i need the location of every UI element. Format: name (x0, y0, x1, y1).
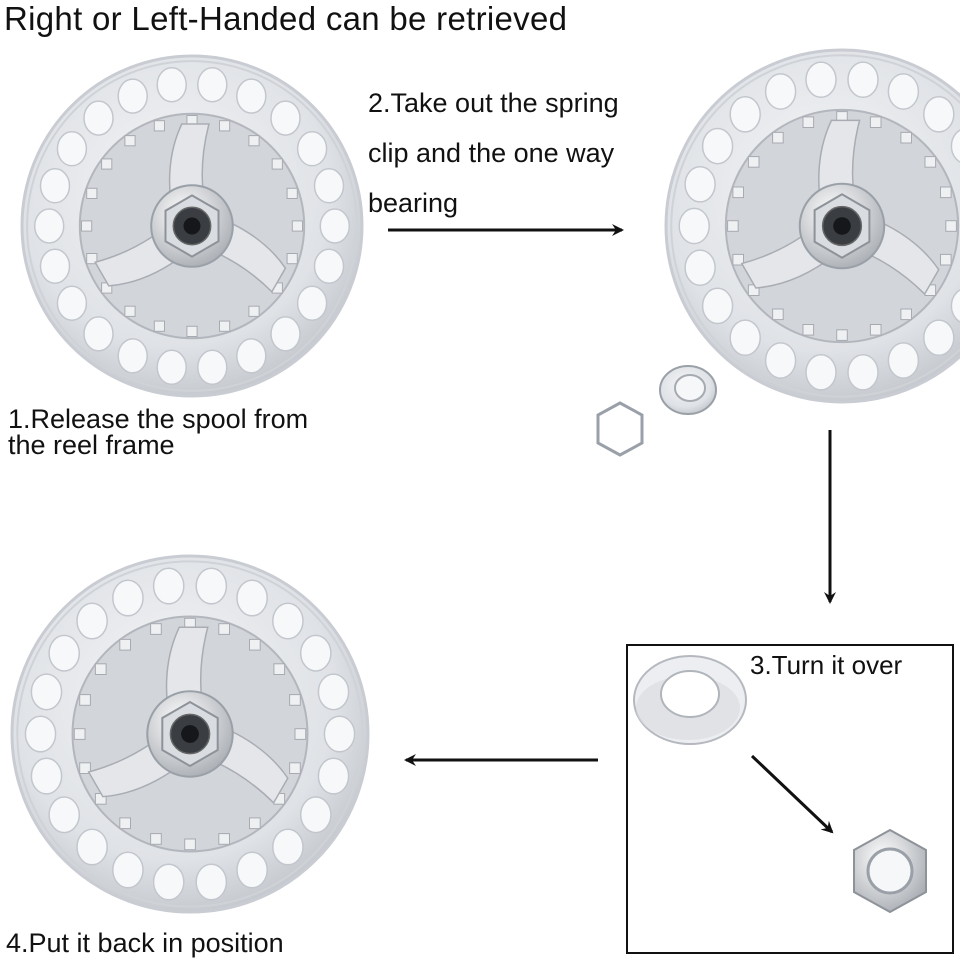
step3-frame (626, 644, 954, 954)
spool-icon (10, 554, 370, 914)
step2-caption-line1: 2.Take out the spring (368, 88, 619, 118)
hex-nut-icon (853, 828, 927, 914)
step2-caption-line2: clip and the one way (368, 138, 615, 168)
spool-icon (20, 54, 364, 398)
step2-caption-line3: bearing (368, 188, 459, 218)
spool-icon (664, 48, 960, 404)
bearing-icon (659, 365, 717, 415)
step4-caption: 4.Put it back in position (6, 928, 284, 958)
page-title: Right or Left-Handed can be retrieved (4, 0, 568, 37)
step3-caption: 3.Turn it over (750, 650, 903, 680)
step1-caption-line1: 1.Release the spool from (8, 404, 309, 434)
spring-clip-icon (596, 401, 644, 457)
bearing-icon (633, 655, 747, 745)
step1-caption-line2: the reel frame (8, 430, 175, 460)
arrow-icon (750, 754, 834, 834)
